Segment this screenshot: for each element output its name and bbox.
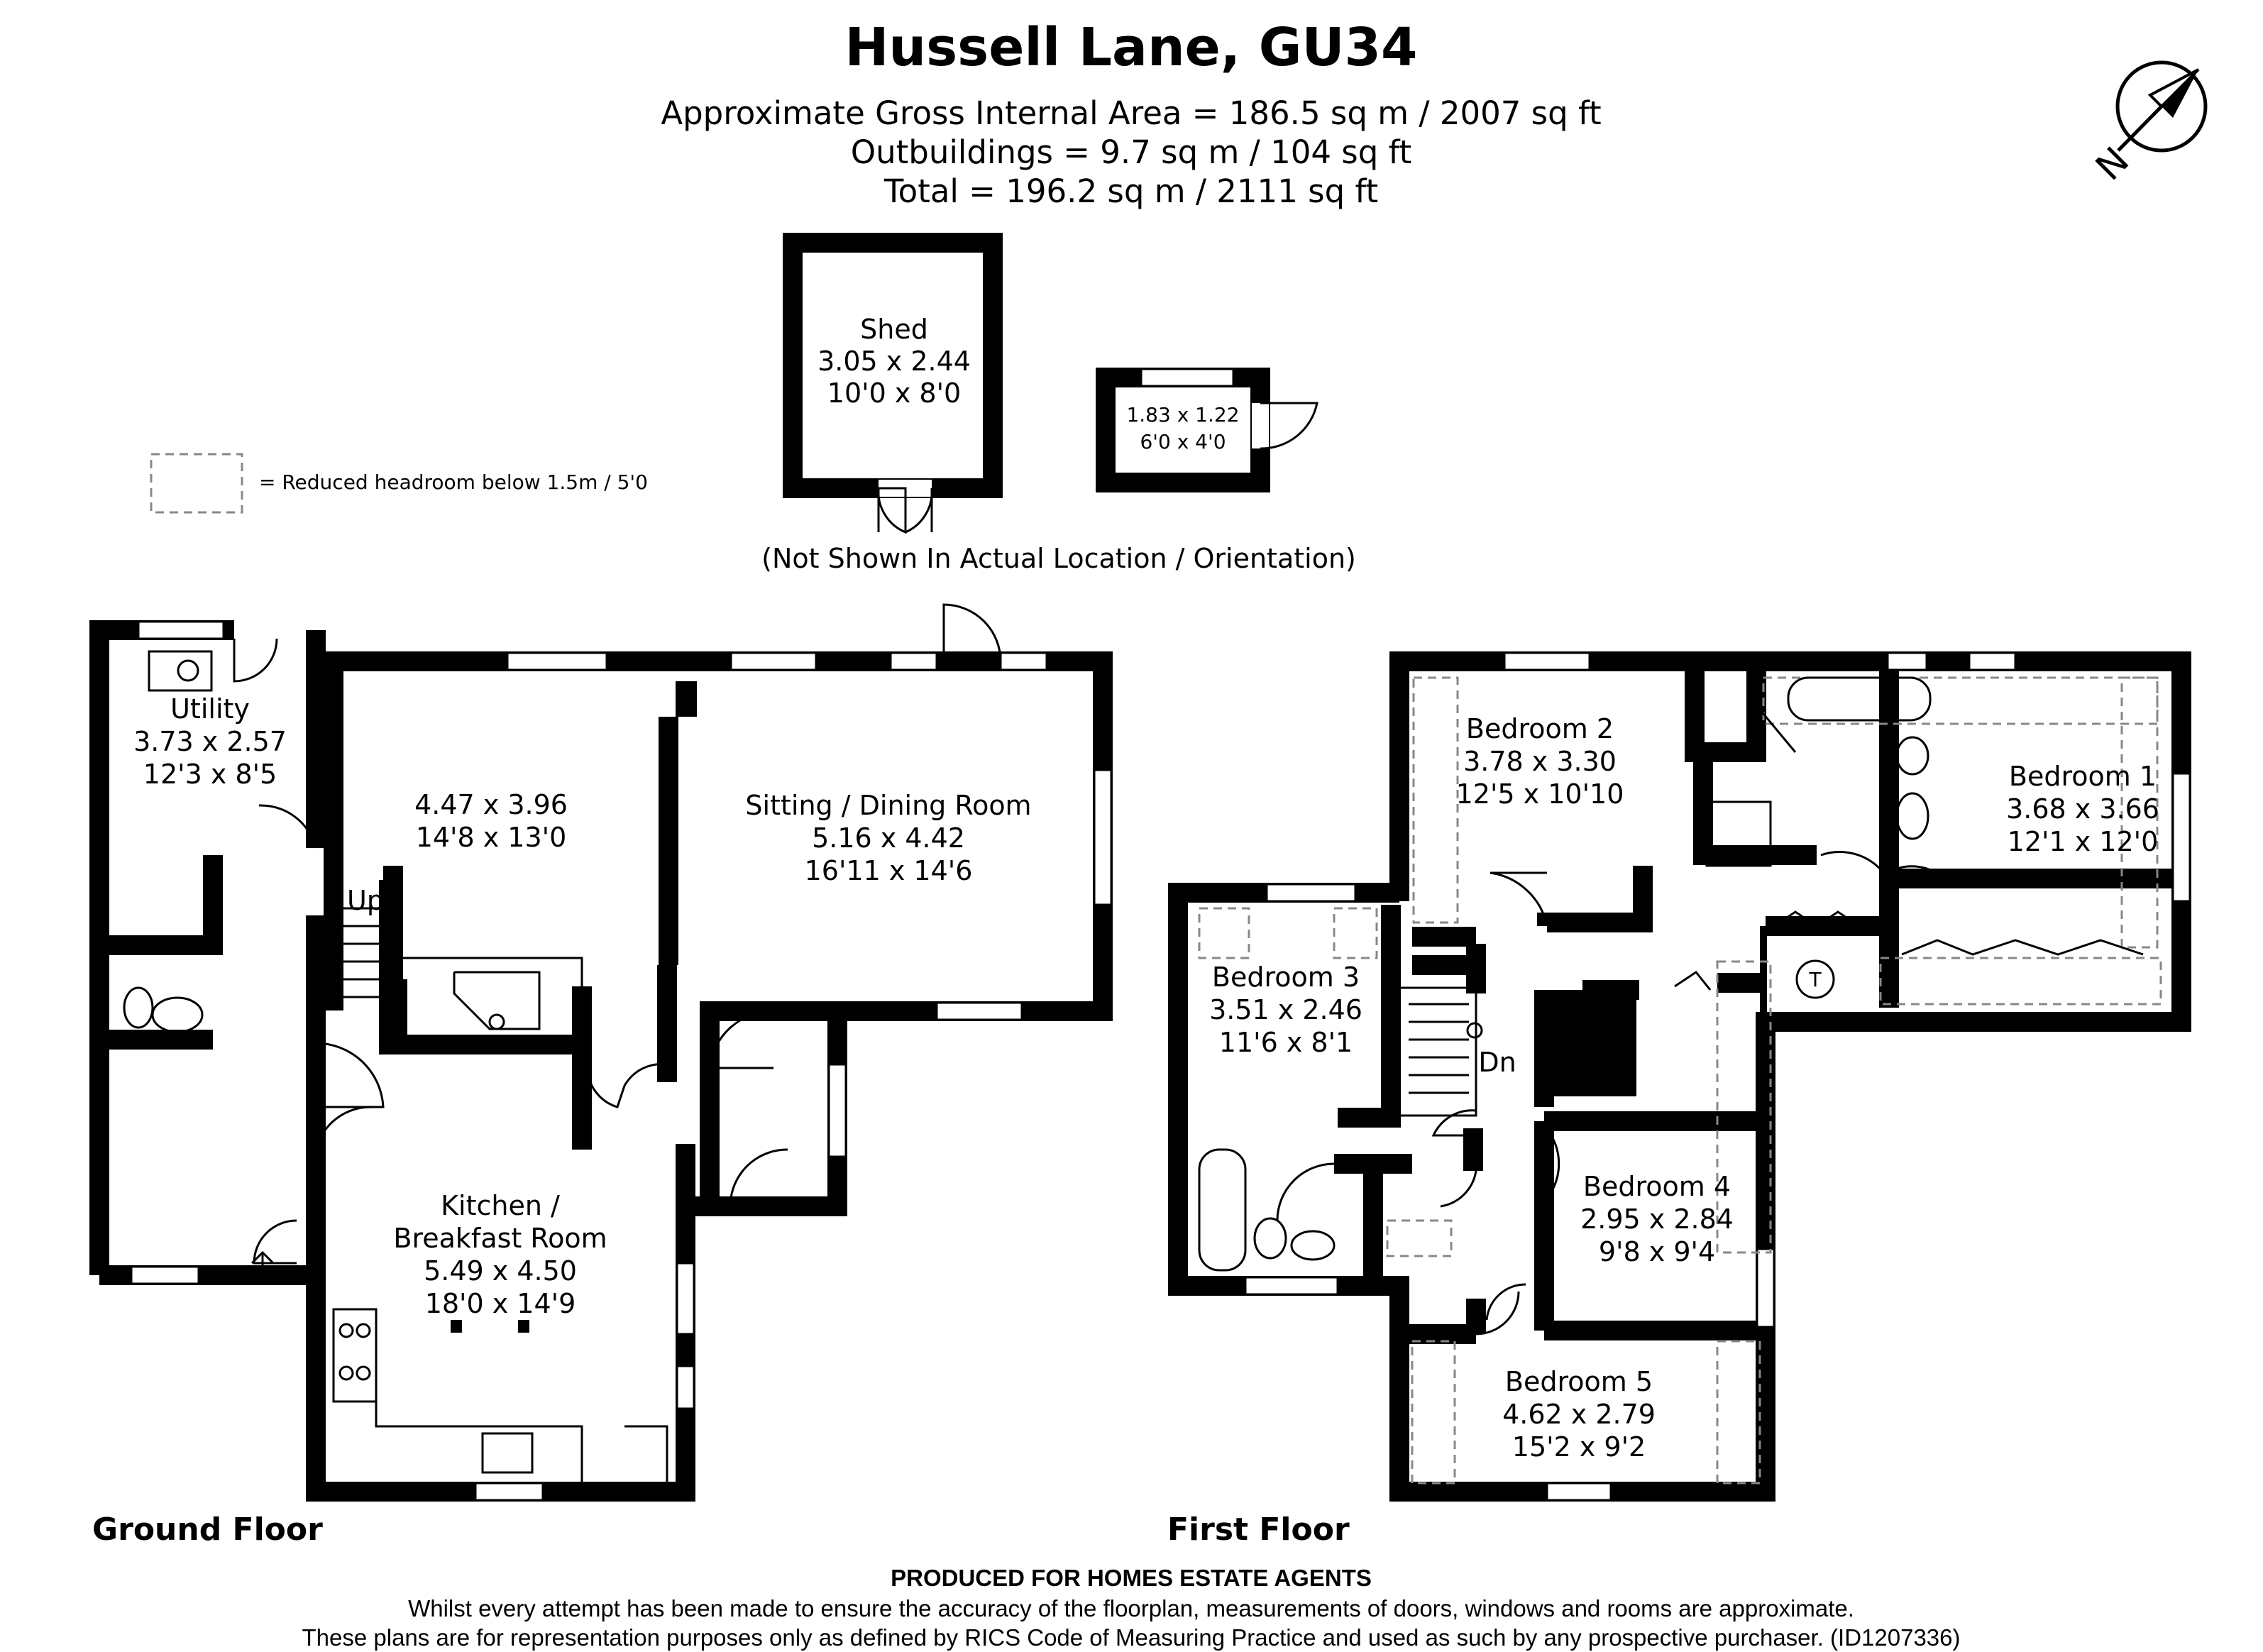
legend-text: = Reduced headroom below 1.5m / 5'0 — [259, 470, 648, 494]
hall-metric: 4.47 x 3.96 — [414, 789, 568, 820]
gross-internal-area: Approximate Gross Internal Area = 186.5 … — [661, 94, 1601, 132]
outbuildings-area: Outbuildings = 9.7 sq m / 104 sq ft — [851, 133, 1412, 171]
utility-imperial: 12'3 x 8'5 — [143, 759, 277, 790]
bedroom-4-name: Bedroom 4 — [1583, 1171, 1731, 1202]
compass-n-label: N — [2088, 139, 2137, 189]
sitting-dining-name: Sitting / Dining Room — [745, 790, 1031, 821]
bedroom-1-metric: 3.68 x 3.66 — [2006, 793, 2159, 825]
disclaimer-line-1: Whilst every attempt has been made to en… — [408, 1595, 1854, 1621]
bedroom-2-metric: 3.78 x 3.30 — [1463, 746, 1617, 777]
bedroom-4-metric: 2.95 x 2.84 — [1580, 1204, 1734, 1235]
shed-name: Shed — [860, 314, 928, 345]
kitchen-name-line2: Breakfast Room — [393, 1223, 607, 1254]
store-metric: 1.83 x 1.22 — [1126, 403, 1239, 426]
bedroom-4-imperial: 9'8 x 9'4 — [1599, 1236, 1715, 1267]
bedroom-5-imperial: 15'2 x 9'2 — [1512, 1431, 1646, 1463]
stairs-down-label: Dn — [1478, 1047, 1516, 1078]
bedroom-3-metric: 3.51 x 2.46 — [1209, 994, 1362, 1025]
kitchen-name-line1: Kitchen / — [441, 1190, 560, 1221]
hall-imperial: 14'8 x 13'0 — [416, 822, 567, 853]
bedroom-1-imperial: 12'1 x 12'0 — [2008, 826, 2159, 857]
shed-plan — [783, 233, 1003, 534]
bedroom-3-name: Bedroom 3 — [1212, 962, 1360, 993]
page-title: Hussell Lane, GU34 — [844, 17, 1417, 78]
north-arrow-icon: N — [2088, 60, 2208, 189]
ground-floor-label: Ground Floor — [92, 1511, 323, 1548]
disclaimer-line-2: These plans are for representation purpo… — [302, 1624, 1961, 1651]
reduced-headroom-swatch — [150, 453, 243, 514]
first-floor-plan — [1168, 651, 2191, 1502]
bedroom-2-name: Bedroom 2 — [1466, 713, 1614, 744]
shed-imperial: 10'0 x 8'0 — [827, 378, 961, 409]
stairs-up-label: Up — [347, 885, 384, 916]
sitting-dining-imperial: 16'11 x 14'6 — [805, 855, 973, 886]
kitchen-metric: 5.49 x 4.50 — [424, 1255, 577, 1287]
outbuildings-note: (Not Shown In Actual Location / Orientat… — [761, 543, 1356, 574]
total-area: Total = 196.2 sq m / 2111 sq ft — [883, 172, 1378, 210]
store-imperial: 6'0 x 4'0 — [1140, 430, 1226, 453]
first-floor-label: First Floor — [1167, 1511, 1350, 1548]
utility-metric: 3.73 x 2.57 — [133, 726, 287, 757]
store-plan — [1096, 368, 1318, 492]
bedroom-5-metric: 4.62 x 2.79 — [1502, 1399, 1656, 1430]
bedroom-2-imperial: 12'5 x 10'10 — [1456, 778, 1624, 810]
bedroom-5-name: Bedroom 5 — [1505, 1366, 1653, 1397]
producer-credit: PRODUCED FOR HOMES ESTATE AGENTS — [891, 1565, 1372, 1591]
shed-metric: 3.05 x 2.44 — [817, 346, 971, 377]
sitting-dining-metric: 5.16 x 4.42 — [812, 822, 965, 854]
ground-floor-plan — [89, 603, 1113, 1502]
utility-name: Utility — [170, 693, 250, 725]
water-tank-label: T — [1808, 968, 1822, 991]
bedroom-1-name: Bedroom 1 — [2009, 761, 2157, 792]
kitchen-imperial: 18'0 x 14'9 — [425, 1288, 576, 1319]
bedroom-3-imperial: 11'6 x 8'1 — [1219, 1027, 1353, 1058]
